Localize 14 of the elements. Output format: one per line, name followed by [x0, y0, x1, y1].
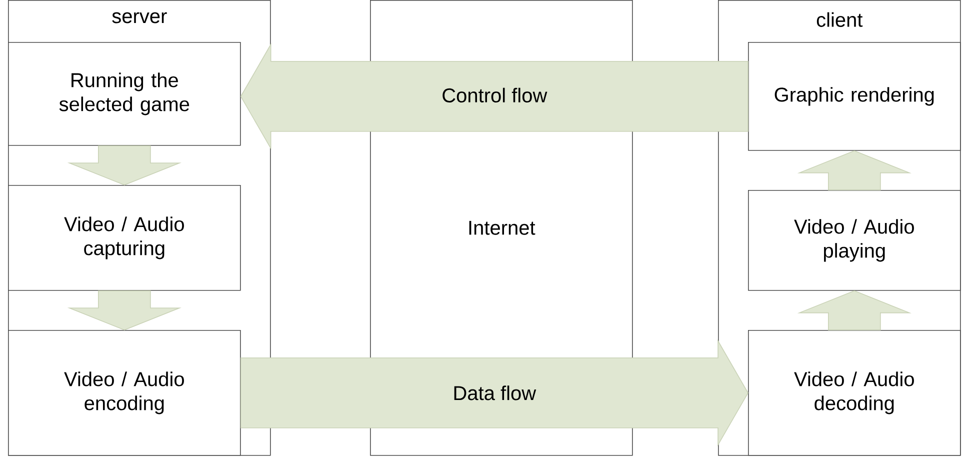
block-arrow	[240, 42, 748, 150]
process-box: Video / Audio playing	[748, 190, 961, 291]
edge-label: Data flow	[450, 382, 539, 403]
process-box: Video / Audio capturing	[8, 185, 241, 291]
block-arrow	[797, 150, 912, 190]
block-arrow	[67, 145, 182, 186]
process-box: Video / Audio decoding	[748, 330, 961, 456]
process-box: Graphic rendering	[748, 42, 961, 151]
block-arrow	[797, 290, 912, 330]
process-box: Video / Audio encoding	[8, 330, 241, 456]
block-arrow	[67, 290, 182, 330]
process-box: Running the selected game	[8, 42, 241, 146]
edge-label: Control flow	[438, 85, 550, 106]
block-arrow	[240, 339, 748, 446]
